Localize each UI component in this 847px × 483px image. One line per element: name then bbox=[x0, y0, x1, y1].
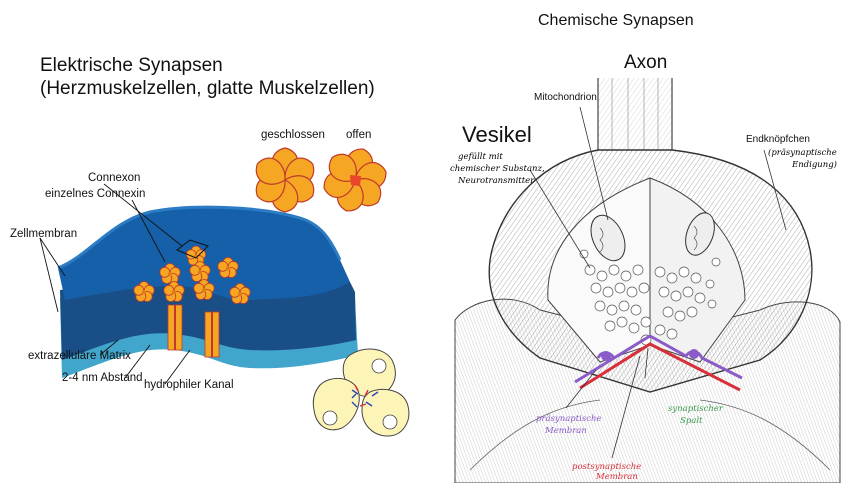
end-bulb-label: Endknöpfchen bbox=[746, 134, 810, 145]
vesicle-note-line1: gefüllt mit bbox=[458, 152, 503, 163]
presynaptic-membrane-label-line1: präsynaptische bbox=[536, 414, 601, 425]
axon-terminal-bulb bbox=[489, 150, 812, 392]
presynaptic-membrane-label-line2: Membran bbox=[545, 426, 587, 437]
end-bulb-note-line1: (präsynaptische bbox=[768, 148, 837, 159]
postsynaptic-membrane-label-line2: Membran bbox=[596, 472, 638, 483]
mitochondrion-label: Mitochondrion bbox=[534, 92, 597, 103]
synaptic-cleft-label-line2: Spalt bbox=[680, 416, 702, 427]
vesicle-label: Vesikel bbox=[462, 122, 532, 148]
axon-shaft bbox=[598, 78, 672, 154]
vesicle-note-line3: Neurotransmitter bbox=[458, 176, 534, 187]
synaptic-cleft-label-line1: synaptischer bbox=[668, 404, 723, 415]
end-bulb-note-line2: Endigung) bbox=[792, 160, 837, 171]
vesicle-note-line2: chemischer Substanz, bbox=[450, 164, 545, 175]
